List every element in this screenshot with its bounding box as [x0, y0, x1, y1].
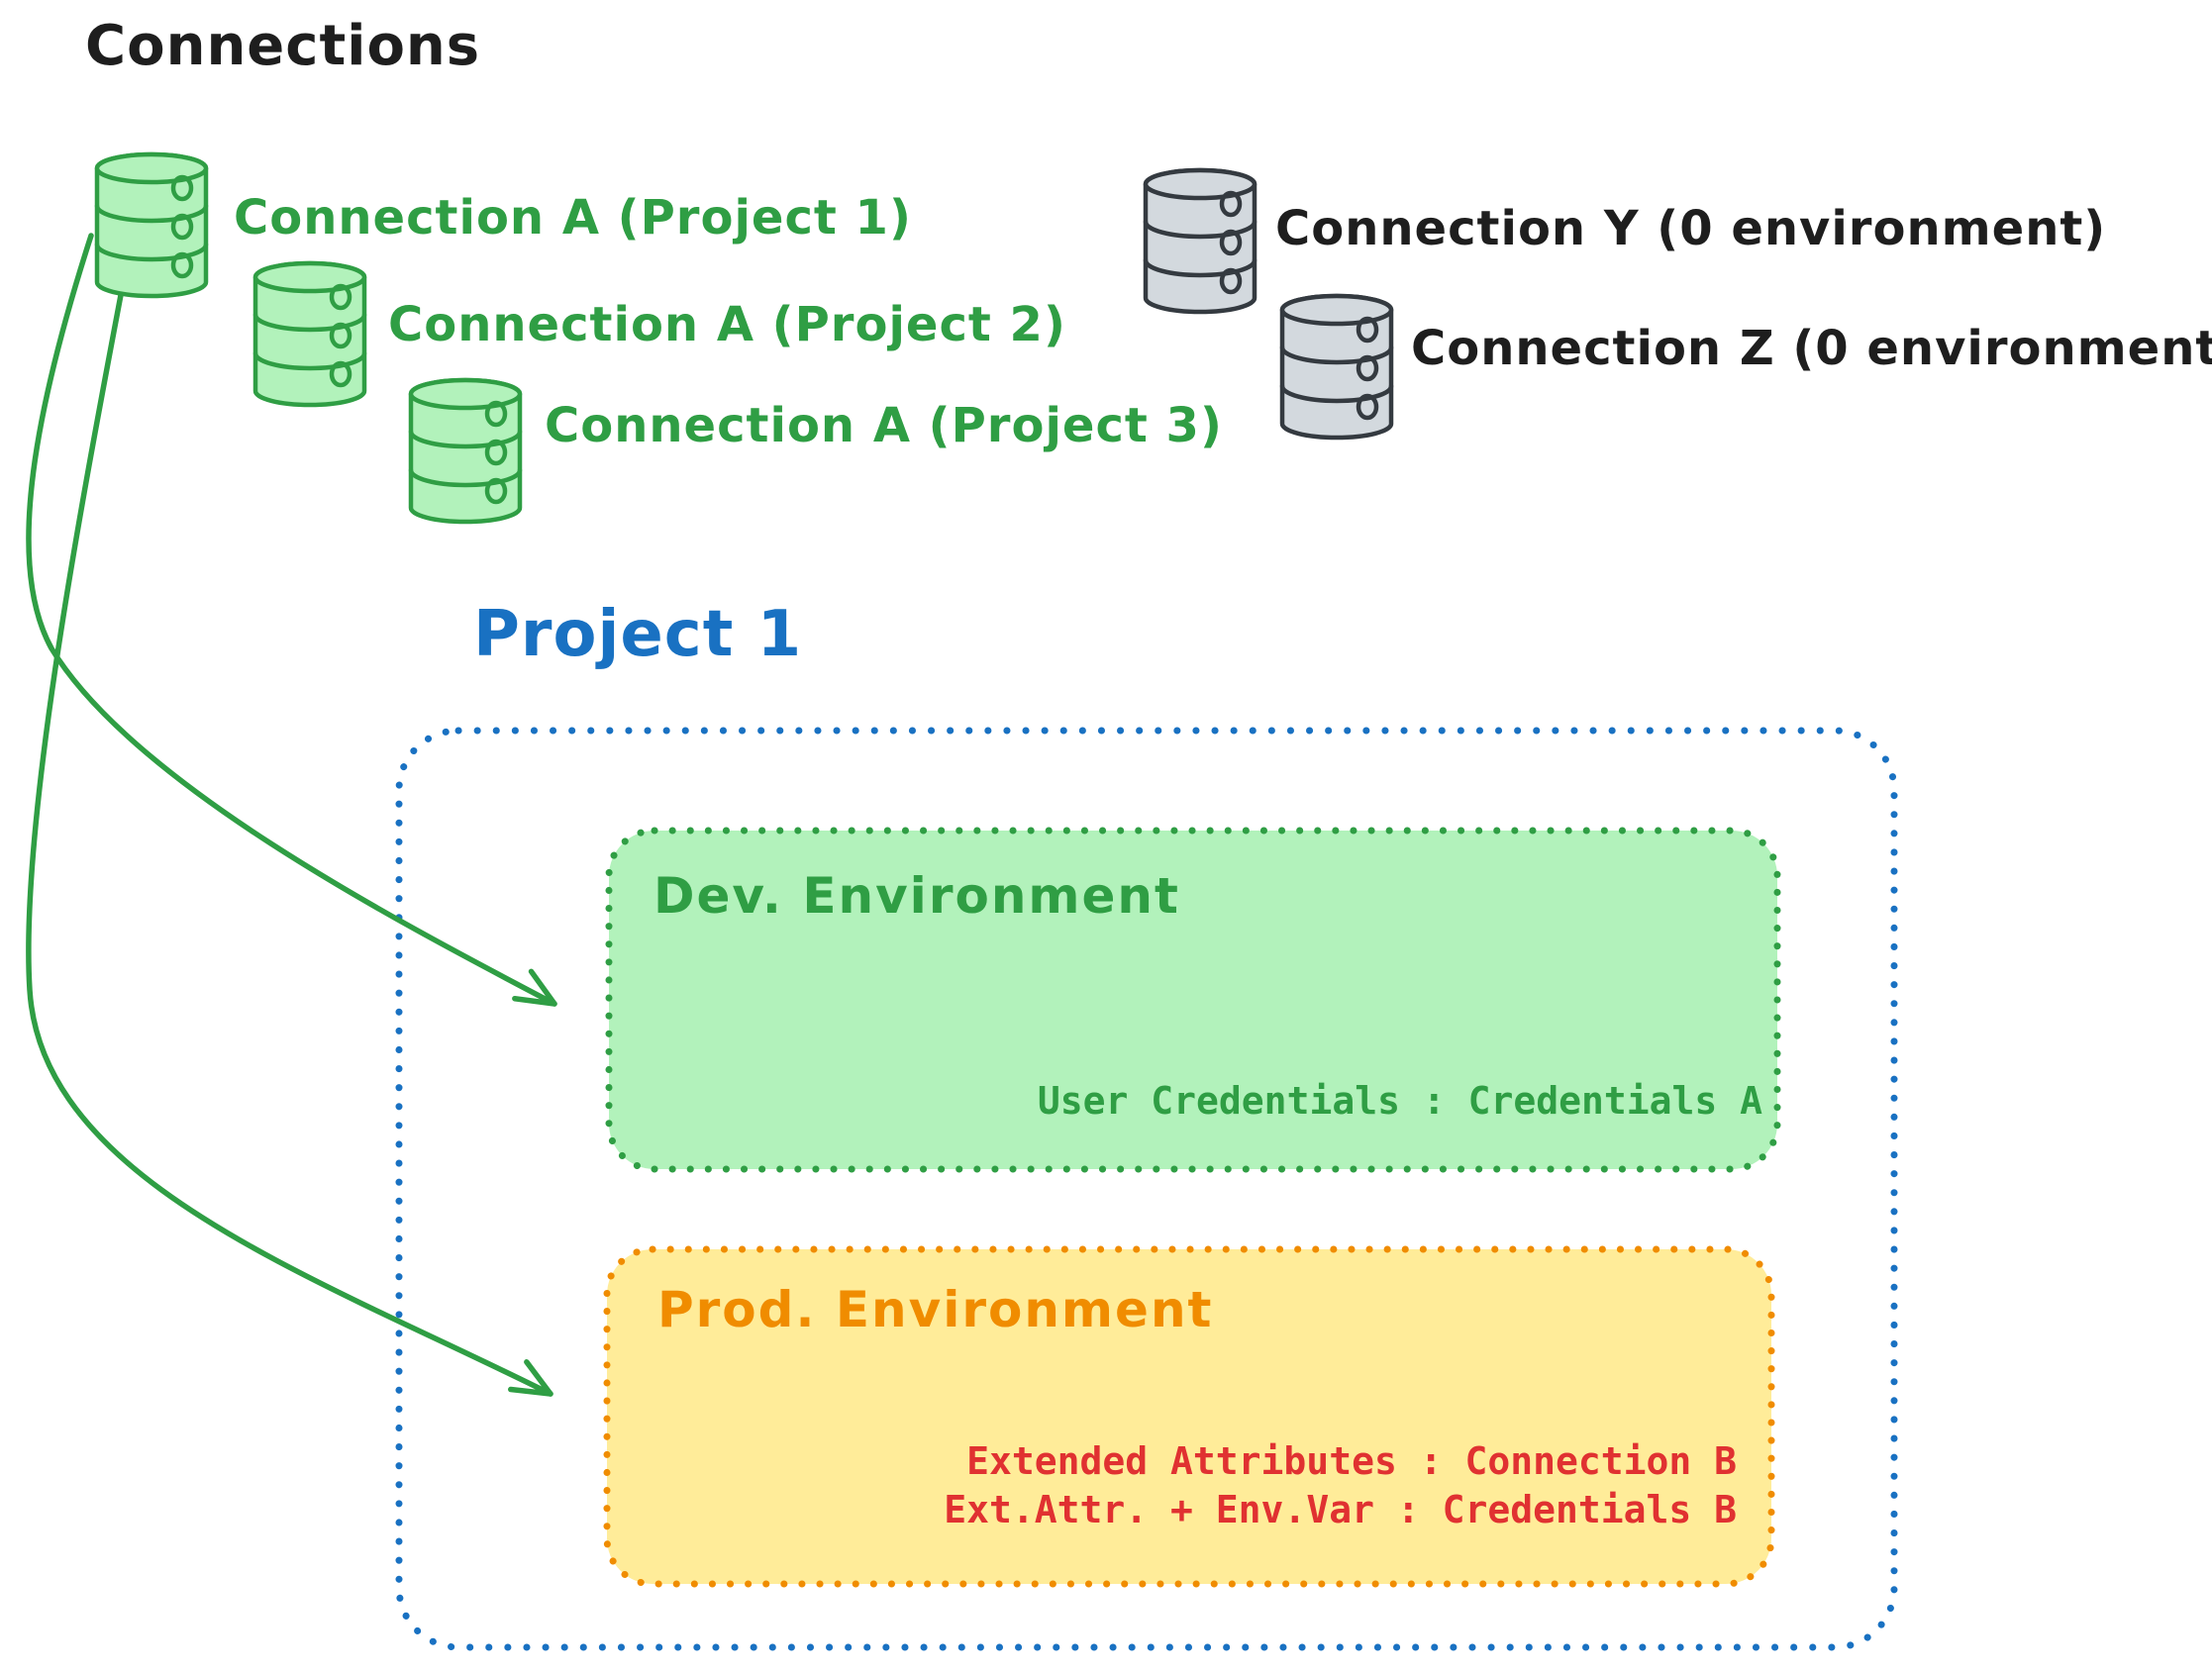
- prod-environment-title: Prod. Environment: [657, 1281, 1214, 1338]
- database-icon-connection-a-project-2: [255, 263, 364, 405]
- prod-environment-binding-ext-attr-env-var: Ext.Attr. + Env.Var : Credentials B: [944, 1487, 1737, 1531]
- prod-environment-bindings: Extended Attributes : Connection B Ext.A…: [944, 1437, 1737, 1533]
- database-icon-connection-a-project-1: [97, 154, 206, 296]
- arrow-connection-a-to-prod-environment: [26, 292, 553, 1397]
- project-1-title: Project 1: [473, 598, 803, 671]
- dev-environment-box: [605, 827, 1781, 1173]
- dev-environment-title: Dev. Environment: [654, 867, 1180, 925]
- database-icon-connection-y: [1146, 170, 1255, 312]
- connections-title: Connections: [85, 14, 481, 78]
- database-icon-connection-a-project-3: [411, 380, 520, 522]
- arrow-connection-a-to-dev-environment: [26, 233, 557, 1007]
- database-icon-connection-z: [1282, 296, 1391, 438]
- label-connection-a-project-2: Connection A (Project 2): [388, 297, 1066, 352]
- prod-environment-box: [603, 1245, 1775, 1588]
- dev-environment-credentials-binding: User Credentials : Credentials A: [1037, 1079, 1762, 1123]
- label-connection-a-project-3: Connection A (Project 3): [545, 398, 1223, 453]
- label-connection-z: Connection Z (0 environment): [1411, 321, 2212, 376]
- label-connection-y: Connection Y (0 environment): [1275, 201, 2107, 256]
- label-connection-a-project-1: Connection A (Project 1): [234, 190, 912, 246]
- prod-environment-binding-extended-attributes: Extended Attributes : Connection B: [966, 1439, 1737, 1483]
